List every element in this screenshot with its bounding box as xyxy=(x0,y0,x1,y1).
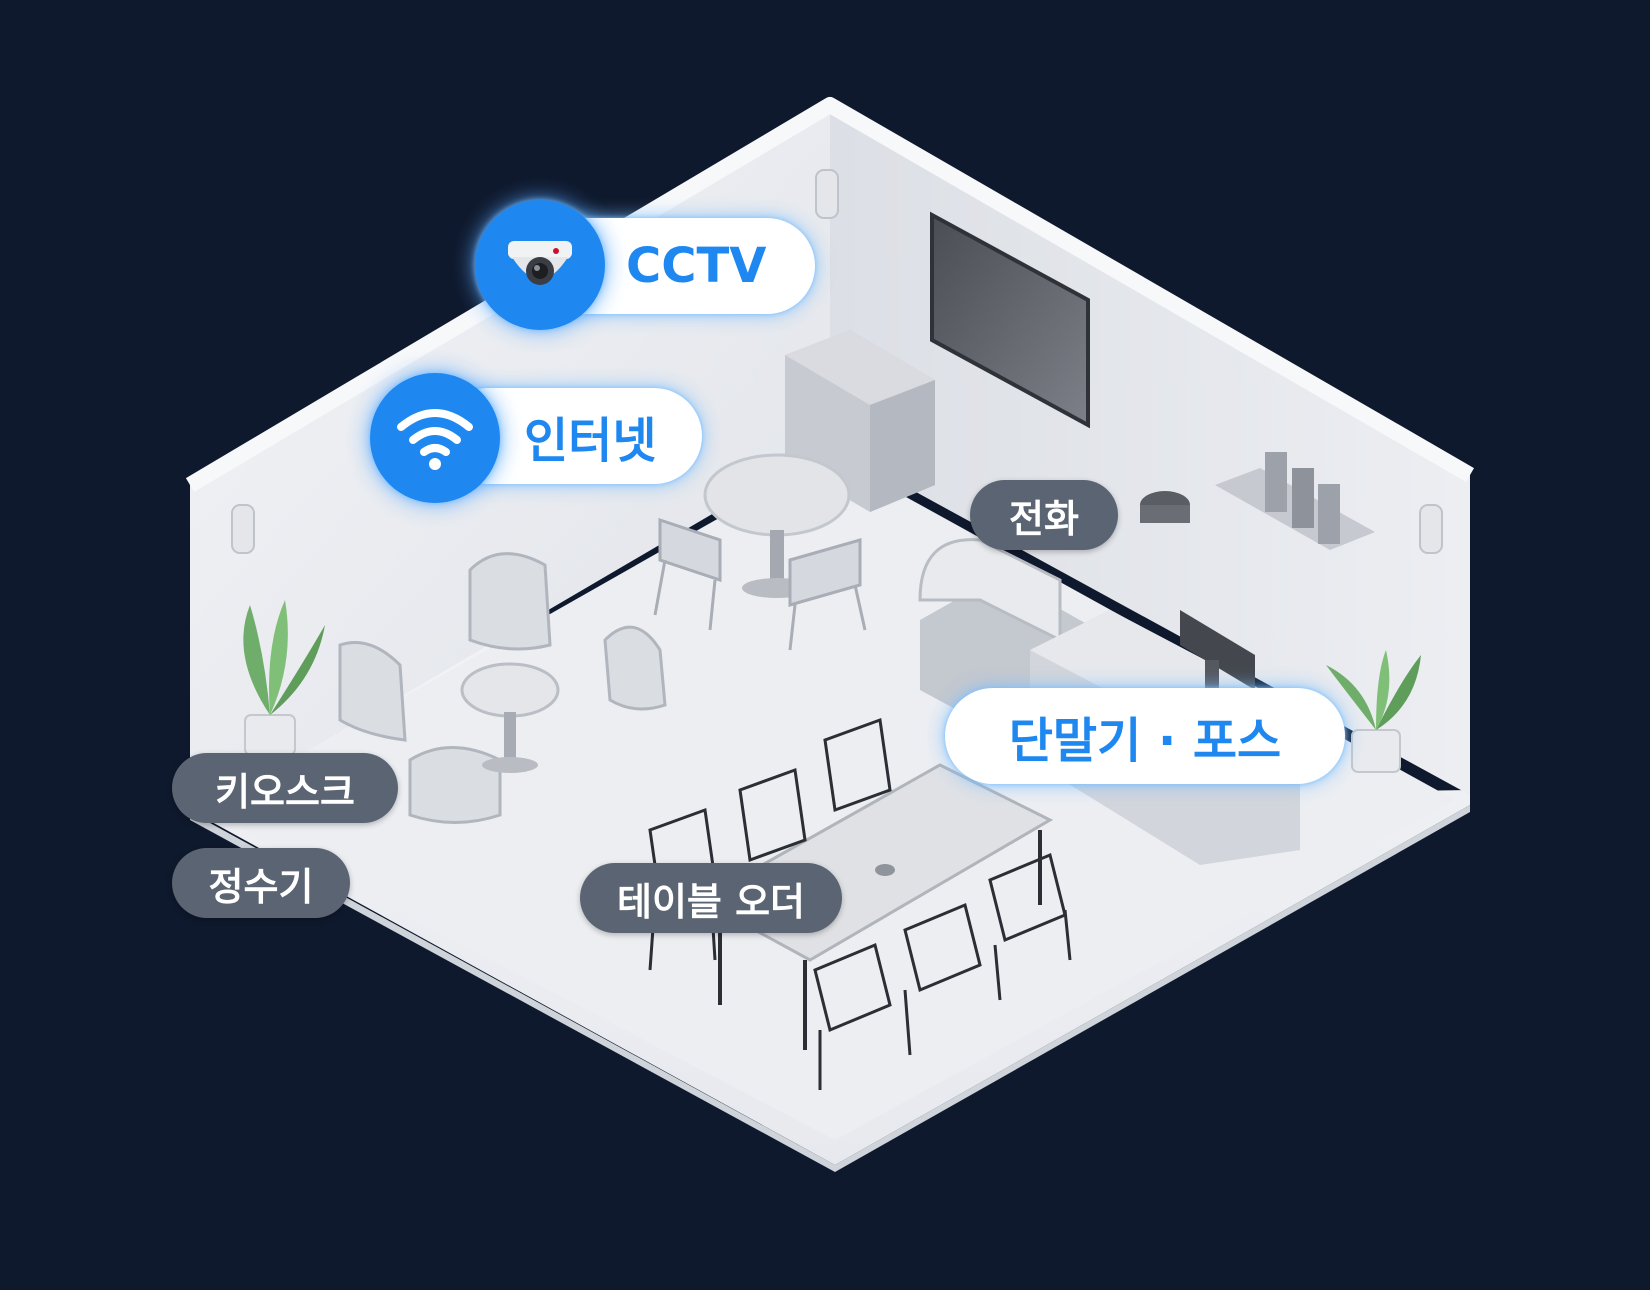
cctv-badge[interactable] xyxy=(475,200,605,330)
wall-lamps xyxy=(231,169,1443,554)
lounge-chairs xyxy=(338,552,667,824)
kiosk-label[interactable]: 키오스크 xyxy=(172,753,398,823)
water-purifier-label[interactable]: 정수기 xyxy=(172,848,350,918)
terminal-pos-label[interactable]: 단말기 · 포스 xyxy=(945,688,1345,784)
cctv-label-text: CCTV xyxy=(626,238,767,294)
back-chairs xyxy=(653,517,867,651)
phone-label-text: 전화 xyxy=(1009,496,1079,541)
wifi-icon xyxy=(397,409,473,470)
phone-device xyxy=(1140,491,1190,523)
table-order-label-text: 테이블 오더 xyxy=(616,879,806,924)
phone-label[interactable]: 전화 xyxy=(970,480,1118,550)
internet-badge[interactable] xyxy=(370,373,500,503)
terminal-pos-label-text: 단말기 · 포스 xyxy=(1008,713,1282,769)
table-order-label[interactable]: 테이블 오더 xyxy=(580,863,842,933)
dome-camera-icon xyxy=(508,241,572,285)
internet-label-text: 인터넷 xyxy=(524,413,657,469)
wall-shelf xyxy=(1215,452,1375,550)
wall-tv xyxy=(930,211,1090,429)
small-round-table xyxy=(460,662,560,773)
kiosk-label-text: 키오스크 xyxy=(215,769,355,814)
room-shell xyxy=(185,97,1475,1172)
wall-top-rim xyxy=(185,97,1475,492)
water-purifier-label-text: 정수기 xyxy=(208,864,314,909)
inner-floor xyxy=(205,455,1455,1140)
plant-right xyxy=(1326,650,1421,773)
plant-left xyxy=(243,600,325,756)
